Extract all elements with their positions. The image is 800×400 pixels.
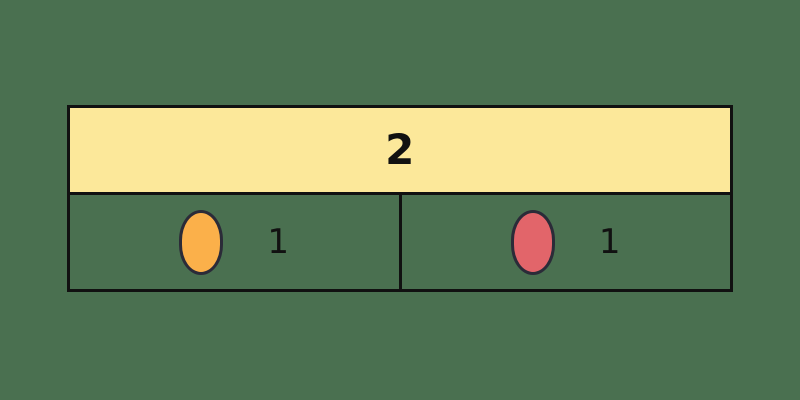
part-value-label-2: 1 bbox=[598, 222, 621, 262]
part-cell-2[interactable]: 1 bbox=[398, 192, 733, 292]
part-cell-1[interactable]: 1 bbox=[67, 192, 402, 292]
part-whole-diagram: 2 1 1 bbox=[67, 105, 733, 292]
orange-pill-token-icon bbox=[179, 209, 224, 275]
red-pill-token-icon bbox=[510, 209, 555, 275]
parts-row: 1 1 bbox=[67, 192, 733, 292]
part-value-label-1: 1 bbox=[267, 222, 290, 262]
whole-bar[interactable]: 2 bbox=[67, 105, 733, 195]
whole-value-label: 2 bbox=[385, 125, 415, 174]
